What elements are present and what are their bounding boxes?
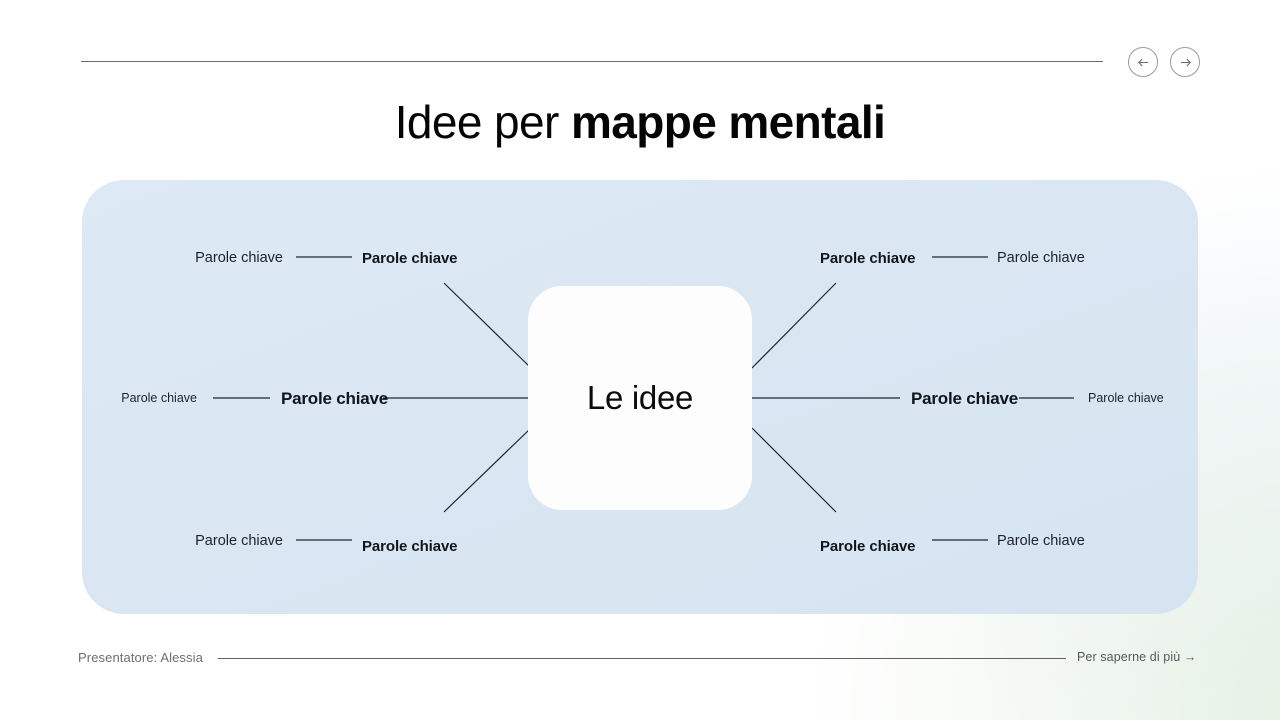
branch-top-left-outer-label[interactable]: Parole chiave xyxy=(195,250,283,266)
page-title: Idee per mappe mentali xyxy=(0,92,1280,152)
mindmap-center-node[interactable]: Le idee xyxy=(528,286,752,510)
branch-middle-right-outer-label[interactable]: Parole chiave xyxy=(1088,391,1164,405)
mindmap-center-label: Le idee xyxy=(586,379,694,416)
branch-bottom-left-outer-label[interactable]: Parole chiave xyxy=(195,533,283,549)
branch-bottom-right-outer-label[interactable]: Parole chiave xyxy=(997,533,1085,549)
title-bold-part: mappe mentali xyxy=(570,96,886,148)
branch-top-left-inner-label[interactable]: Parole chiave xyxy=(362,250,458,267)
title-regular-part: Idee per xyxy=(394,96,571,148)
branch-middle-left-inner-label[interactable]: Parole chiave xyxy=(281,389,389,408)
branch-middle-right-inner-label[interactable]: Parole chiave xyxy=(911,389,1019,408)
header-divider xyxy=(81,61,1103,62)
slide-navigation xyxy=(1128,47,1200,77)
branch-middle-left-outer-label[interactable]: Parole chiave xyxy=(121,391,197,405)
branch-bottom-right-inner-label[interactable]: Parole chiave xyxy=(820,538,916,555)
prev-slide-button[interactable] xyxy=(1128,47,1158,77)
branch-bottom-left-inner-label[interactable]: Parole chiave xyxy=(362,538,458,555)
next-slide-button[interactable] xyxy=(1170,47,1200,77)
learn-more-link[interactable]: Per saperne di più → xyxy=(1077,650,1197,664)
arrow-right-icon xyxy=(1178,55,1193,70)
branch-top-right-outer-label[interactable]: Parole chiave xyxy=(997,250,1085,266)
presenter-label: Presentatore: Alessia xyxy=(78,650,203,665)
branch-top-right-inner-label[interactable]: Parole chiave xyxy=(820,250,916,267)
footer-divider xyxy=(218,658,1066,659)
arrow-left-icon xyxy=(1136,55,1151,70)
